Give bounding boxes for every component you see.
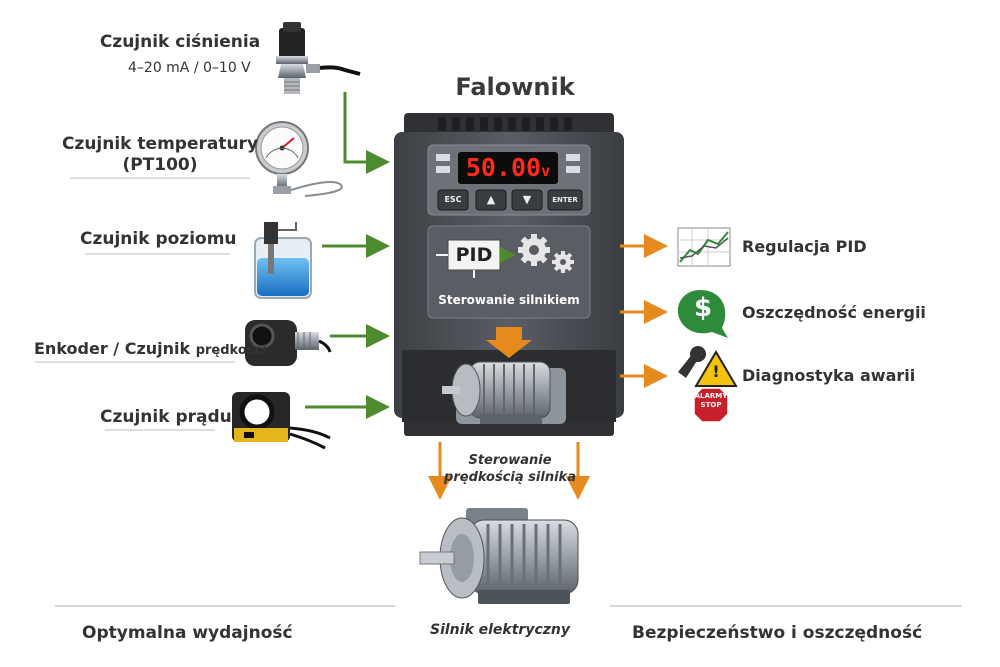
pid-regulation-label: Regulacja PID — [742, 237, 867, 256]
lcd-unit: v — [541, 162, 551, 180]
temperature-sensor-label-line2: (PT100) — [122, 155, 198, 175]
enter-button[interactable]: ENTER — [552, 196, 578, 204]
alarm-sign-line2: STOP — [700, 401, 722, 409]
encoder-sensor-label-small: prędkości — [195, 343, 267, 358]
electric-motor-icon — [419, 508, 579, 604]
current-sensor-label: Czujnik prądu — [100, 407, 232, 427]
energy-saving-label: Oszczędność energii — [742, 303, 926, 322]
speed-control-line2: prędkością silnika — [444, 470, 576, 485]
pressure-sensor-range: 4–20 mA / 0–10 V — [128, 60, 251, 76]
footer-right-text: Bezpieczeństwo i oszczędność — [632, 623, 923, 643]
encoder-sensor-label: Enkoder / Czujnik prędkości — [34, 338, 267, 361]
fault-diagnostics-label: Diagnostyka awarii — [742, 366, 916, 385]
inverter-motor-icon — [442, 361, 551, 424]
lcd-display: 50.00v — [462, 152, 554, 184]
lcd-value: 50.00 — [465, 153, 542, 182]
dollar-leaf-icon — [677, 290, 728, 338]
inverter-down-arrow — [486, 327, 532, 358]
pressure-sensor-icon — [276, 22, 361, 94]
warning-exclamation-icon: ! — [712, 362, 720, 381]
level-sensor-label: Czujnik poziomu — [80, 229, 237, 249]
dollar-icon: $ — [693, 293, 713, 323]
temperature-gauge-icon — [255, 121, 343, 197]
pid-chart-icon — [677, 227, 731, 267]
pressure-sensor-label: Czujnik ciśnienia — [99, 32, 261, 52]
level-tank-icon — [254, 222, 312, 299]
encoder-icon — [245, 320, 332, 366]
up-button[interactable]: ▲ — [486, 193, 496, 206]
encoder-sensor-label-main: Enkoder / Czujnik — [34, 339, 196, 358]
speed-control-line1: Sterowanie — [468, 453, 552, 468]
wrench-warning-icon — [678, 346, 738, 423]
electric-motor-caption: Silnik elektryczny — [430, 622, 570, 638]
motor-control-caption: Sterowanie silnikiem — [438, 293, 580, 307]
alarm-stop-sign: ALARMY STOP — [694, 392, 728, 410]
footer-left-text: Optymalna wydajność — [82, 623, 293, 643]
alarm-sign-line1: ALARMY — [694, 392, 728, 400]
esc-button[interactable]: ESC — [444, 195, 462, 204]
arrow-pressure-to-inverter — [343, 92, 390, 174]
speed-control-caption: Sterowanie prędkością silnika — [440, 452, 580, 486]
pid-label: PID — [455, 244, 493, 266]
temperature-sensor-label-line1: Czujnik temperatury — [61, 134, 259, 154]
down-button[interactable]: ▼ — [522, 193, 532, 206]
inverter-title: Falownik — [455, 73, 575, 101]
temperature-sensor-label: Czujnik temperatury (PT100) — [60, 134, 260, 176]
current-sensor-icon — [232, 392, 331, 450]
